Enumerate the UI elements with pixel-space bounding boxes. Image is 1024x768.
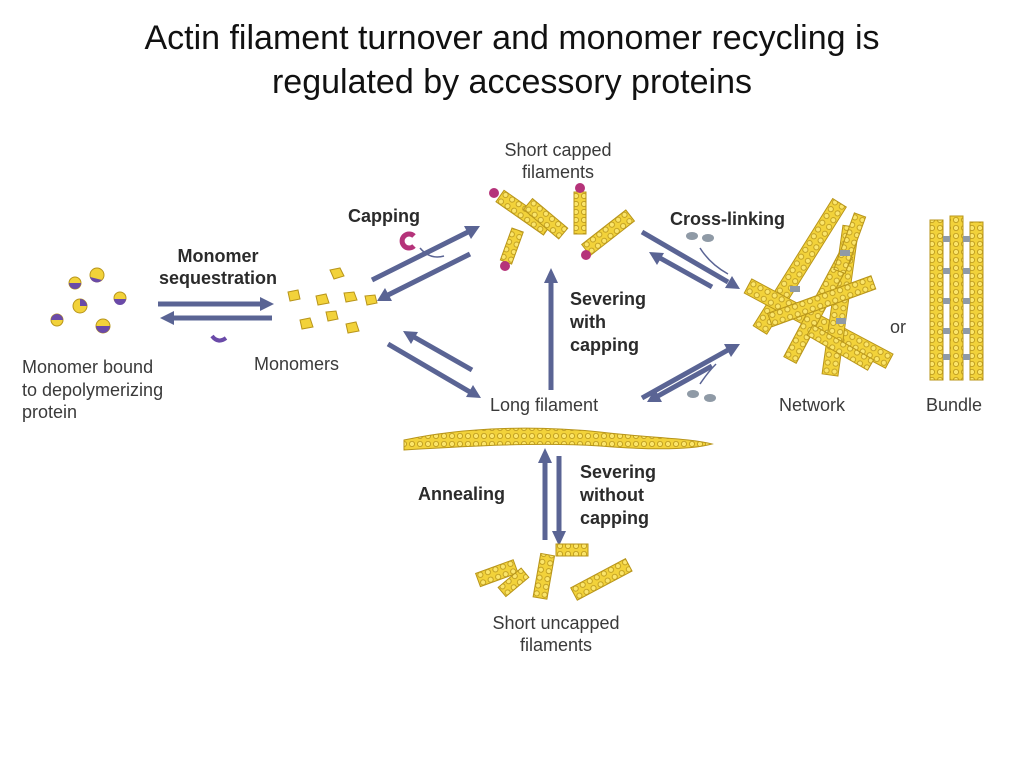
arrow-severing-without-capping [552,456,566,546]
svg-text:protein: protein [22,402,77,422]
svg-text:capping: capping [580,508,649,528]
label-bundle: Bundle [926,395,982,415]
label-long-filament: Long filament [490,395,598,415]
svg-text:capping: capping [570,335,639,355]
network-structure [743,197,894,377]
arrow-annealing [538,448,552,540]
svg-text:Monomer bound: Monomer bound [22,357,153,377]
arrow-to-monomers [158,297,274,311]
arrow-monomers-to-long [386,341,481,398]
free-monomers [287,267,378,334]
label-severing-with-capping: Severing with capping [569,289,646,355]
title-line-2: regulated by accessory proteins [271,63,753,101]
svg-text:Monomer: Monomer [178,246,259,266]
svg-text:Severing: Severing [580,462,656,482]
title-line-1: Actin filament turnover and monomer recy… [144,19,880,57]
svg-text:without: without [579,485,644,505]
label-capping: Capping [348,206,420,226]
slide-title: Actin filament turnover and monomer recy… [0,16,1024,104]
capping-protein-icon [399,231,416,251]
arrow-network-to-capped [649,252,714,290]
sequestering-protein-icon [210,334,228,343]
svg-text:to depolymerizing: to depolymerizing [22,380,163,400]
label-monomers: Monomers [254,354,339,374]
capping-pointer [419,247,445,258]
arrow-capped-to-monomers [377,251,472,301]
svg-text:filaments: filaments [520,635,592,655]
svg-text:sequestration: sequestration [159,268,277,288]
arrow-long-to-monomers [403,331,474,373]
short-uncapped-filaments [474,543,633,601]
label-cross-linking: Cross-linking [670,209,785,229]
label-network: Network [779,395,846,415]
arrow-severing-with-capping [544,268,558,390]
svg-text:Short uncapped: Short uncapped [492,613,619,633]
label-severing-without-capping: Severing without capping [579,462,656,528]
svg-text:filaments: filaments [522,162,594,182]
arrows [158,226,740,546]
arrow-to-sequestered [160,311,272,325]
arrow-network-to-long [647,363,714,402]
bundle-structure [929,215,984,381]
short-capped-filaments [489,183,636,271]
label-annealing: Annealing [418,484,505,504]
svg-text:with: with [569,312,606,332]
crosslinker-icon-lower [687,363,717,402]
long-filament [403,427,714,451]
label-or: or [890,317,906,337]
svg-text:Short capped: Short capped [504,140,611,160]
arrow-capped-to-network [640,229,740,289]
arrow-monomers-to-capped [370,226,480,283]
label-monomer-sequestration: Monomer sequestration [159,246,277,288]
label-monomer-bound: Monomer bound to depolymerizing protein [22,357,163,422]
crosslinker-icon [686,232,729,275]
label-short-uncapped-filaments: Short uncapped filaments [492,613,619,655]
label-short-capped-filaments: Short capped filaments [504,140,611,182]
svg-text:Severing: Severing [570,289,646,309]
arrow-long-to-network [640,344,740,401]
sequestered-monomers [50,267,127,334]
